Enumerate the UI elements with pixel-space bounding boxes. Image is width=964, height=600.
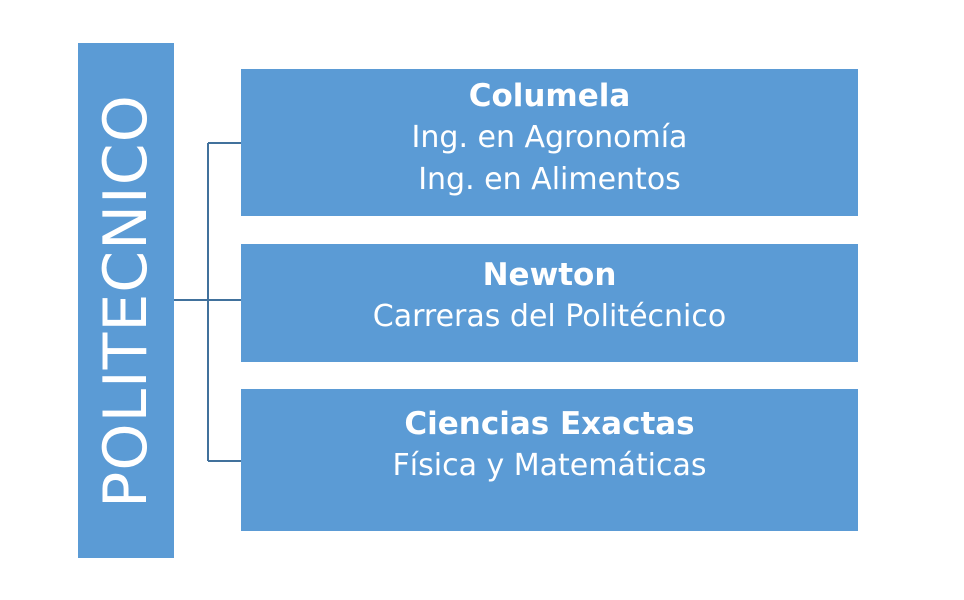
child-node-title: Columela bbox=[468, 78, 631, 114]
child-node-columela: Columela Ing. en Agronomía Ing. en Alime… bbox=[241, 69, 858, 216]
child-node-line: Carreras del Politécnico bbox=[372, 299, 727, 334]
root-node-box: POLITECNICO bbox=[78, 43, 174, 558]
child-node-newton: Newton Carreras del Politécnico bbox=[241, 244, 858, 362]
child-node-title: Newton bbox=[482, 257, 617, 293]
child-node-line: Física y Matemáticas bbox=[392, 448, 707, 483]
child-node-line: Ing. en Alimentos bbox=[418, 162, 681, 197]
child-node-title: Ciencias Exactas bbox=[404, 406, 695, 442]
child-node-line: Ing. en Agronomía bbox=[411, 120, 688, 155]
child-node-ciencias-exactas: Ciencias Exactas Física y Matemáticas bbox=[241, 389, 858, 531]
